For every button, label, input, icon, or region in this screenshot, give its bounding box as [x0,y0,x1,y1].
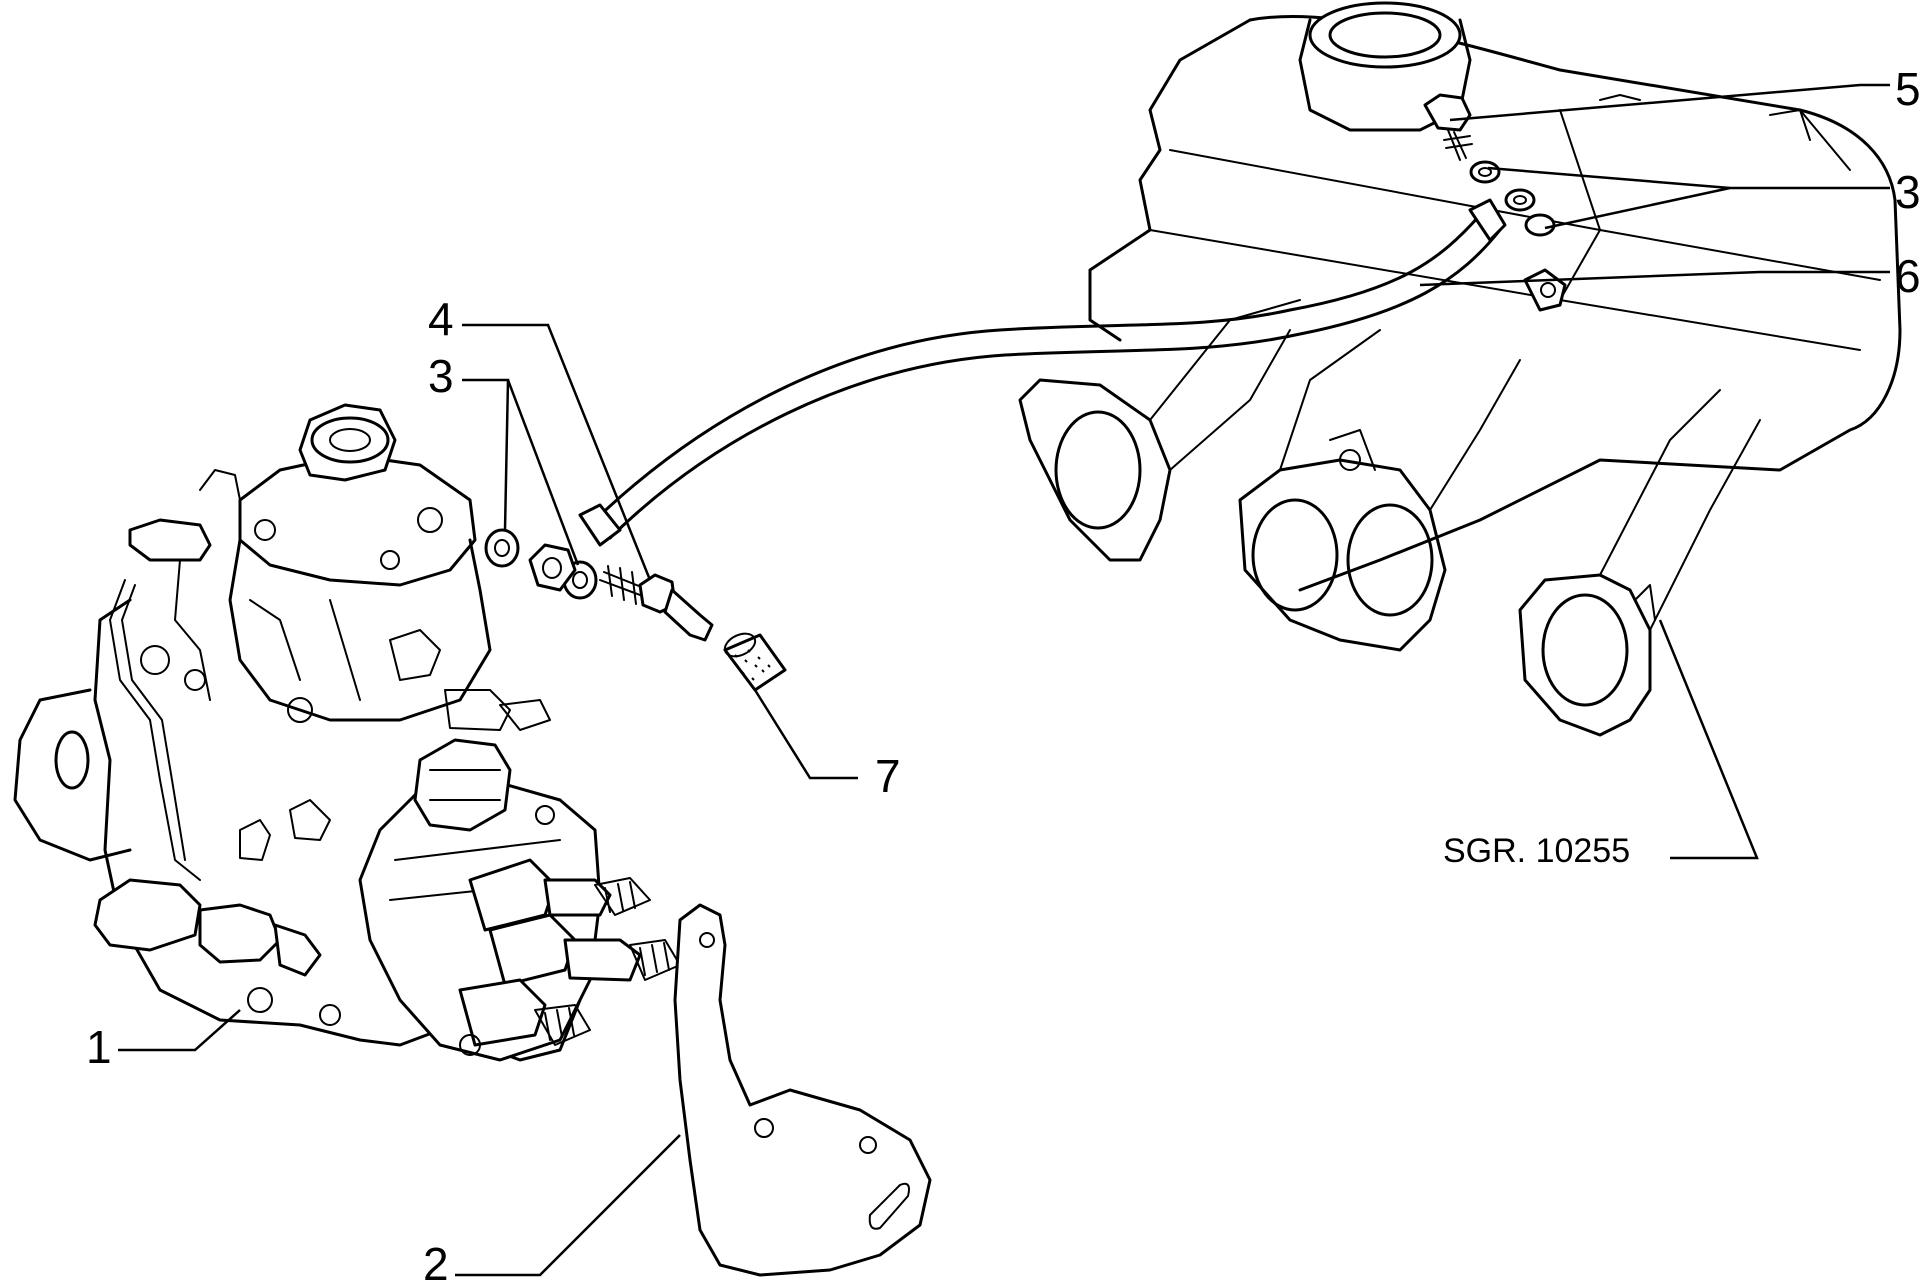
callout-6: 6 [1895,250,1921,302]
callout-1: 1 [86,1021,112,1073]
lower-sealing-washers-3 [484,528,598,600]
filter-7 [723,632,787,692]
reference-code: SGR. 10255 [1443,832,1630,870]
injection-pump-1 [13,403,681,1062]
upper-banjo-bolt-5 [1423,93,1473,161]
callout-7: 7 [875,750,901,802]
intake-manifold [1018,1,1902,737]
callout-5: 5 [1895,63,1921,115]
callout-3-left: 3 [428,350,454,402]
callout-3-right: 3 [1895,166,1921,218]
callout-2: 2 [423,1238,449,1280]
leader-lines [118,83,1890,1277]
callout-4: 4 [428,293,454,345]
banjo-bolt-4 [599,565,714,642]
vacuum-pipe [578,198,1507,547]
mounting-bracket-2 [673,903,932,1277]
